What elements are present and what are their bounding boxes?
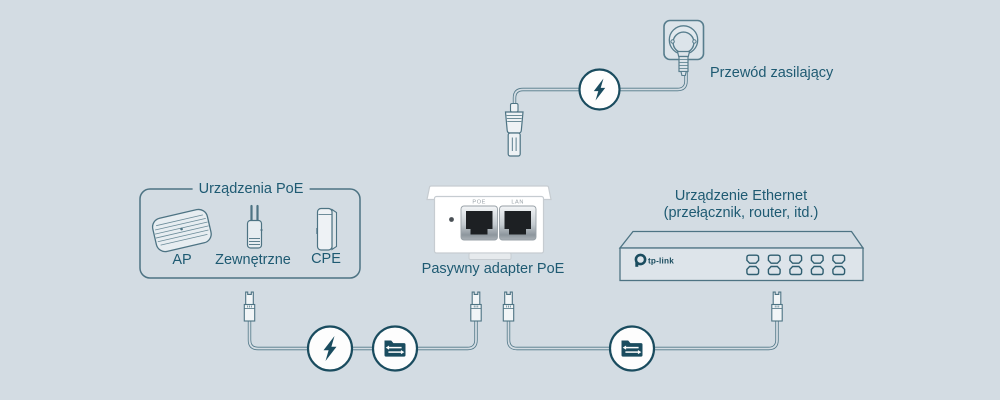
ethernet-cable-left-line bbox=[247, 320, 478, 351]
ethernet-switch: tp-link bbox=[618, 230, 865, 282]
wall-outlet-icon bbox=[663, 19, 705, 77]
outdoor-ap-icon bbox=[246, 204, 263, 249]
adapter-lan-port: LAN bbox=[499, 200, 537, 241]
rj45-connector-adapter-lan bbox=[502, 291, 515, 322]
poe-adapter: POE LAN bbox=[426, 185, 552, 260]
cpe-label: CPE bbox=[311, 251, 341, 267]
rj45-connector-poe-device bbox=[243, 291, 256, 322]
power-icon-bottom bbox=[306, 325, 354, 372]
outdoor-label: Zewnętrzne bbox=[215, 252, 291, 268]
tp-link-logo: tp-link bbox=[634, 253, 674, 267]
rj45-connector-switch bbox=[771, 291, 783, 322]
tp-link-brand-text: tp-link bbox=[648, 257, 674, 266]
power-cable-label: Przewód zasilający bbox=[710, 65, 834, 81]
adapter-label: Pasywny adapter PoE bbox=[421, 261, 565, 277]
data-icon-right bbox=[608, 325, 656, 372]
power-icon-top bbox=[578, 68, 621, 111]
data-icon-left bbox=[371, 325, 419, 372]
lan-port-label: LAN bbox=[511, 200, 524, 206]
poe-devices-box-title: Urządzenia PoE bbox=[192, 181, 310, 199]
ap-device-icon bbox=[151, 208, 212, 253]
adapter-led bbox=[449, 217, 454, 222]
rj45-connector-adapter-poe bbox=[470, 291, 482, 322]
ethernet-device-title: Urządzenie Ethernet bbox=[674, 188, 808, 204]
ethernet-device-subtitle: (przełącznik, router, itd.) bbox=[663, 205, 819, 221]
ap-label: AP bbox=[172, 252, 192, 268]
power-connector-icon bbox=[504, 102, 524, 157]
poe-port-label: POE bbox=[472, 200, 486, 206]
cpe-device-icon bbox=[316, 207, 338, 251]
adapter-poe-port: POE bbox=[460, 200, 498, 241]
